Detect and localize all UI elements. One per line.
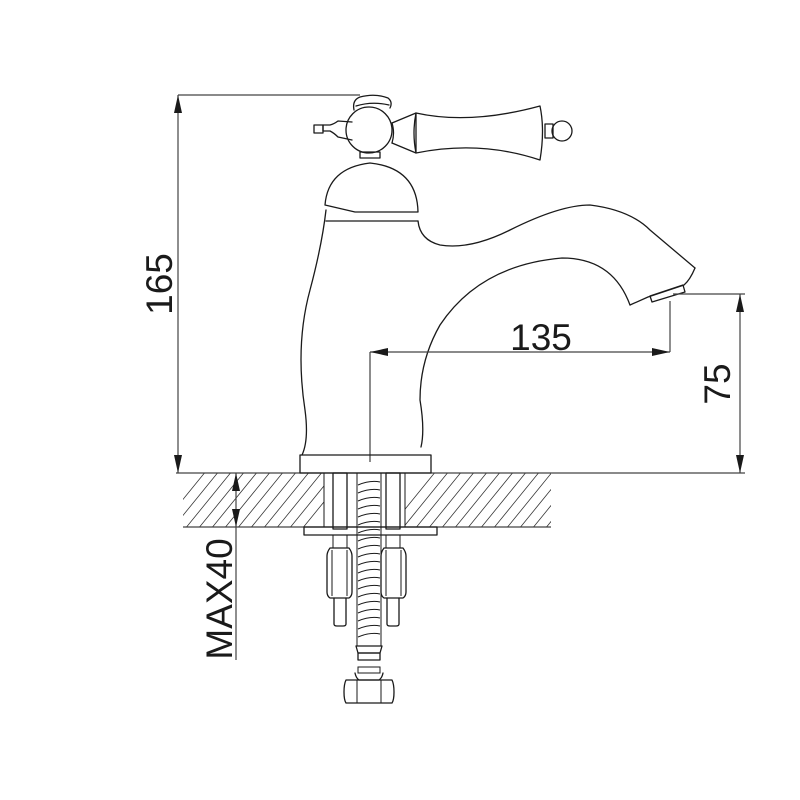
- dimension-label-135: 135: [510, 317, 572, 358]
- countertop-hatch-left: [183, 473, 324, 527]
- dimension-label-max40: MAX40: [199, 538, 240, 659]
- countertop-hatch-right: [405, 473, 551, 527]
- flexible-hose: [355, 473, 383, 661]
- dimension-spout-height: 75: [673, 293, 745, 473]
- hex-nut-right: [380, 547, 407, 599]
- base-flange: [299, 454, 432, 474]
- hex-nut-left: [326, 547, 353, 599]
- dimension-label-165: 165: [139, 253, 180, 315]
- faucet-body: [300, 204, 696, 456]
- dome-cap: [324, 162, 419, 222]
- lever-handle: [313, 94, 573, 161]
- dimension-overall-height: 165: [139, 94, 360, 473]
- countertop-section: [176, 472, 745, 528]
- dimension-label-75: 75: [697, 363, 738, 404]
- dimension-max-thickness: MAX40: [199, 473, 240, 660]
- hose-connector-nut: [343, 666, 395, 704]
- dimension-spout-reach: 135: [370, 301, 671, 358]
- mounting-hardware: [303, 472, 438, 627]
